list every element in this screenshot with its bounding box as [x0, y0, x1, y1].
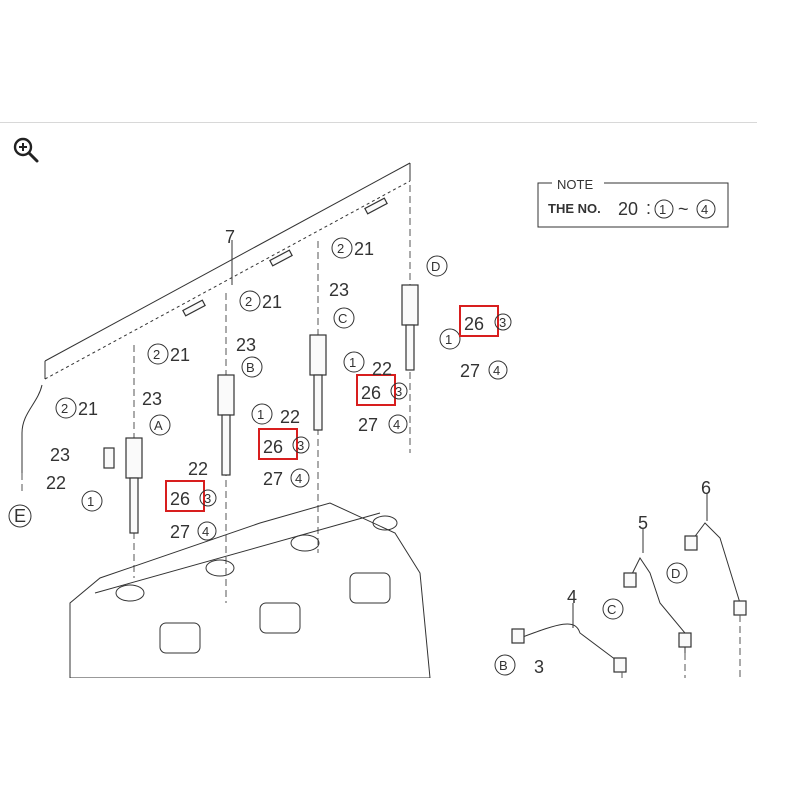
highlight-26-c: [356, 374, 396, 406]
b-label-21: 21: [170, 345, 190, 365]
a-label-27: 27: [170, 522, 190, 542]
pipe-callout-D: D: [671, 566, 680, 581]
a-label-1: 1: [87, 494, 94, 509]
callout-B: B: [246, 360, 255, 375]
a-label-26: 26: [170, 489, 190, 509]
b-label-1: 1: [257, 407, 264, 422]
fuel-pipes: 4 B 3 5 C 6 D: [494, 478, 747, 678]
d-label-2: 2: [337, 241, 344, 256]
c-label-27: 27: [358, 415, 378, 435]
d-circ-3: 3: [499, 315, 506, 330]
svg-text::: :: [646, 198, 651, 218]
injector-d: D 1 2 21 23 22 26 3 27 4: [329, 185, 512, 453]
d-label-22: 22: [372, 359, 392, 379]
label-3: 3: [534, 657, 544, 677]
b-label-2: 2: [153, 347, 160, 362]
callout-E: E: [8, 504, 32, 528]
b-label-27: 27: [263, 469, 283, 489]
label-4: 4: [567, 587, 577, 607]
c-circ-3: 3: [395, 384, 402, 399]
c-label-21: 21: [262, 292, 282, 312]
parts-diagram: NOTE THE NO. 20 : 1 ~ 4 7 E A 1: [8, 162, 747, 678]
pipe-callout-B: B: [499, 658, 508, 673]
callout-D: D: [431, 259, 440, 274]
note-line-prefix: THE NO.: [548, 201, 601, 216]
label-5: 5: [638, 513, 648, 533]
zoom-in-icon[interactable]: [12, 136, 40, 164]
injector-b: B 1 2 21 23 22 26 3 27 4: [142, 293, 310, 603]
highlight-26-a: [165, 480, 205, 512]
callout-E-label: E: [14, 506, 26, 526]
label-6: 6: [701, 478, 711, 498]
highlight-26-d: [459, 305, 499, 337]
injector-c: C 1 2 21 23 22 26 3 27 4: [236, 241, 408, 553]
a-circ-4: 4: [202, 524, 209, 539]
b-label-23: 23: [142, 389, 162, 409]
note-range-start: 1: [659, 202, 666, 217]
engine-head: [69, 502, 431, 678]
a-label-21: 21: [78, 399, 98, 419]
label-7: 7: [225, 227, 235, 247]
injector-a: A 1 2 21 23 22 26 3 27 4: [46, 345, 217, 578]
b-circ-3: 3: [297, 438, 304, 453]
note-line-number: 20: [618, 199, 638, 219]
c-label-22: 22: [280, 407, 300, 427]
b-label-22: 22: [188, 459, 208, 479]
c-label-23: 23: [236, 335, 256, 355]
highlight-26-b: [258, 428, 298, 460]
a-label-23: 23: [50, 445, 70, 465]
d-label-21: 21: [354, 239, 374, 259]
c-label-2: 2: [245, 294, 252, 309]
note-title: NOTE: [557, 177, 593, 192]
b-label-26: 26: [263, 437, 283, 457]
a-label-22: 22: [46, 473, 66, 493]
callout-A: A: [154, 418, 163, 433]
c-label-1: 1: [349, 355, 356, 370]
c-circ-4: 4: [393, 417, 400, 432]
c-label-26: 26: [361, 383, 381, 403]
d-label-23: 23: [329, 280, 349, 300]
d-label-26: 26: [464, 314, 484, 334]
note-box: NOTE THE NO. 20 : 1 ~ 4: [537, 177, 729, 228]
diagram-viewer: NOTE THE NO. 20 : 1 ~ 4 7 E A 1: [0, 122, 757, 678]
b-circ-4: 4: [295, 471, 302, 486]
d-label-27: 27: [460, 361, 480, 381]
a-circ-3: 3: [204, 491, 211, 506]
note-range-end: 4: [701, 202, 708, 217]
d-label-1: 1: [445, 332, 452, 347]
a-label-2: 2: [61, 401, 68, 416]
pipe-callout-C: C: [607, 602, 616, 617]
note-range-sep: ~: [678, 199, 689, 219]
callout-C: C: [338, 311, 347, 326]
d-circ-4: 4: [493, 363, 500, 378]
fuel-rail-frame: 7: [21, 162, 411, 493]
